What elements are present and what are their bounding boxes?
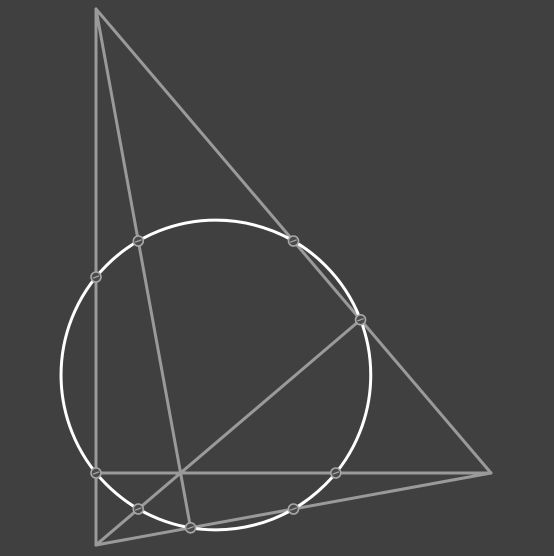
point-highlight — [134, 507, 142, 511]
circle-points — [90, 235, 367, 534]
triangle-and-altitudes — [94, 7, 493, 547]
point-highlight — [290, 507, 297, 511]
point-hc[interactable] — [90, 467, 102, 479]
point-ea[interactable] — [132, 235, 145, 247]
nine-point-circle — [59, 218, 373, 532]
point-ec[interactable] — [329, 467, 342, 479]
point-highlight — [357, 318, 364, 322]
point-mc[interactable] — [90, 271, 102, 283]
point-highlight — [92, 275, 100, 279]
point-highlight — [187, 526, 194, 530]
segment-a-ha — [94, 7, 193, 530]
nine-point-circle-layer — [59, 218, 373, 532]
point-hb[interactable] — [354, 313, 367, 326]
point-ma[interactable] — [287, 503, 300, 515]
point-highlight — [332, 471, 340, 475]
point-ha[interactable] — [184, 521, 197, 534]
point-highlight — [92, 471, 100, 475]
point-highlight — [290, 239, 297, 243]
point-mb[interactable] — [287, 235, 300, 247]
point-highlight — [134, 239, 142, 243]
point-eb[interactable] — [132, 503, 145, 515]
